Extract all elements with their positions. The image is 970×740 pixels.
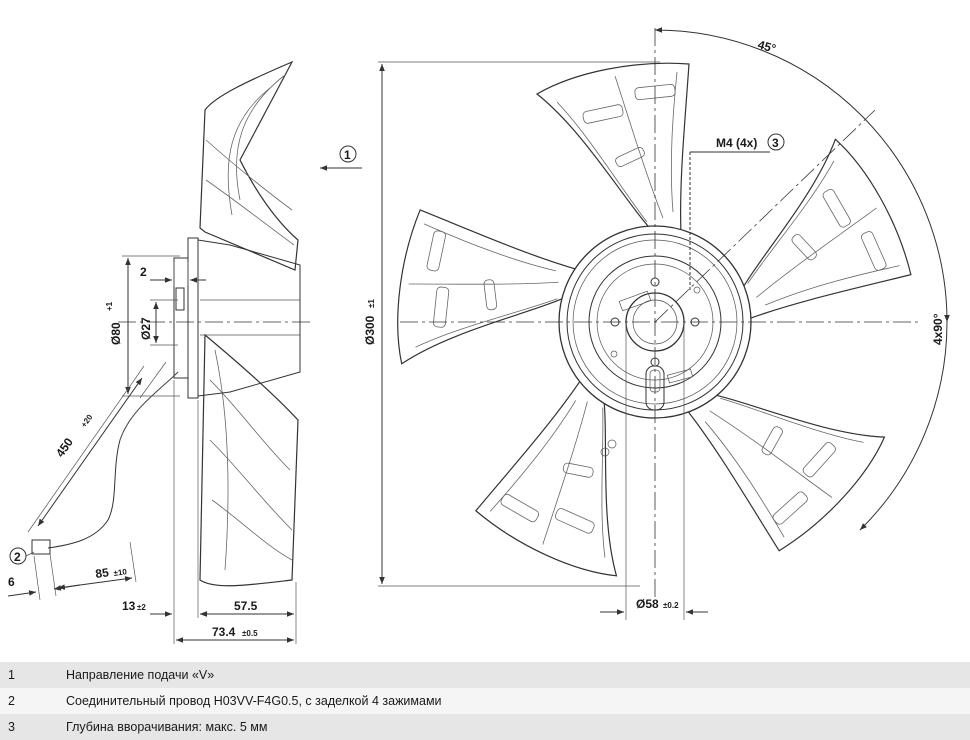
dim-dia-hub: Ø80	[109, 322, 123, 345]
legend-table: 1 Направление подачи «V» 2 Соединительны…	[0, 662, 970, 740]
side-view: Ø80 +1 Ø27 2 450 +20 6 85 ±10	[7, 60, 310, 644]
dim-dia-outer: Ø300	[363, 315, 377, 345]
dim-cable-length-tol: +20	[79, 412, 94, 429]
side-blade-upper	[199, 60, 299, 271]
dim-dia-shaft: Ø27	[139, 317, 153, 340]
dim-offset: 13	[122, 599, 136, 613]
callout-1: 1	[344, 148, 351, 162]
side-blade-lower	[199, 333, 299, 587]
dim-dia-bore: Ø58	[636, 597, 659, 611]
dim-dia-outer-tol: ±1	[367, 299, 376, 308]
legend-number: 3	[8, 720, 15, 734]
cable-callout: 2	[9, 547, 35, 565]
legend-row: 2 Соединительный провод H03VV-F4G0.5, с …	[0, 688, 970, 714]
dim-lead-length: 85	[94, 565, 109, 581]
callout-3: 3	[772, 136, 779, 150]
technical-drawing: Ø80 +1 Ø27 2 450 +20 6 85 ±10	[7, 27, 950, 644]
dim-gap: 2	[140, 265, 147, 279]
legend-number: 1	[8, 668, 15, 682]
thread-spec: M4 (4x)	[716, 136, 757, 150]
legend-row: 1 Направление подачи «V»	[0, 662, 970, 688]
front-view: 45° 4x90° M4 (4x) 3 Ø300 ±1 Ø58 ±0.2	[363, 27, 950, 620]
dim-lead-length-tol: ±10	[113, 567, 128, 578]
dim-cable-length: 450	[53, 435, 76, 460]
legend-row: 3 Глубина вворачивания: макс. 5 мм	[0, 714, 970, 740]
blade-1	[536, 62, 690, 235]
airflow-direction: 1	[320, 145, 362, 171]
side-cable	[47, 371, 179, 549]
legend-text: Глубина вворачивания: макс. 5 мм	[66, 720, 268, 734]
dim-angle-45: 45°	[756, 37, 777, 56]
dim-total-depth-tol: ±0.5	[242, 629, 258, 638]
blade-5	[371, 209, 583, 408]
dim-dia-bore-tol: ±0.2	[663, 601, 679, 610]
side-hub	[187, 237, 199, 399]
callout-2: 2	[14, 550, 21, 564]
dim-dia-hub-tol: +1	[105, 301, 114, 311]
dim-offset-tol: ±2	[137, 603, 146, 612]
dim-body-depth: 57.5	[234, 599, 258, 613]
dim-total-depth: 73.4	[212, 625, 236, 639]
legend-text: Направление подачи «V»	[66, 668, 215, 682]
dim-strip-length: 6	[8, 575, 15, 589]
legend-text: Соединительный провод H03VV-F4G0.5, с за…	[66, 694, 442, 708]
legend-number: 2	[8, 694, 15, 708]
dim-angle-4x90: 4x90°	[931, 313, 945, 345]
